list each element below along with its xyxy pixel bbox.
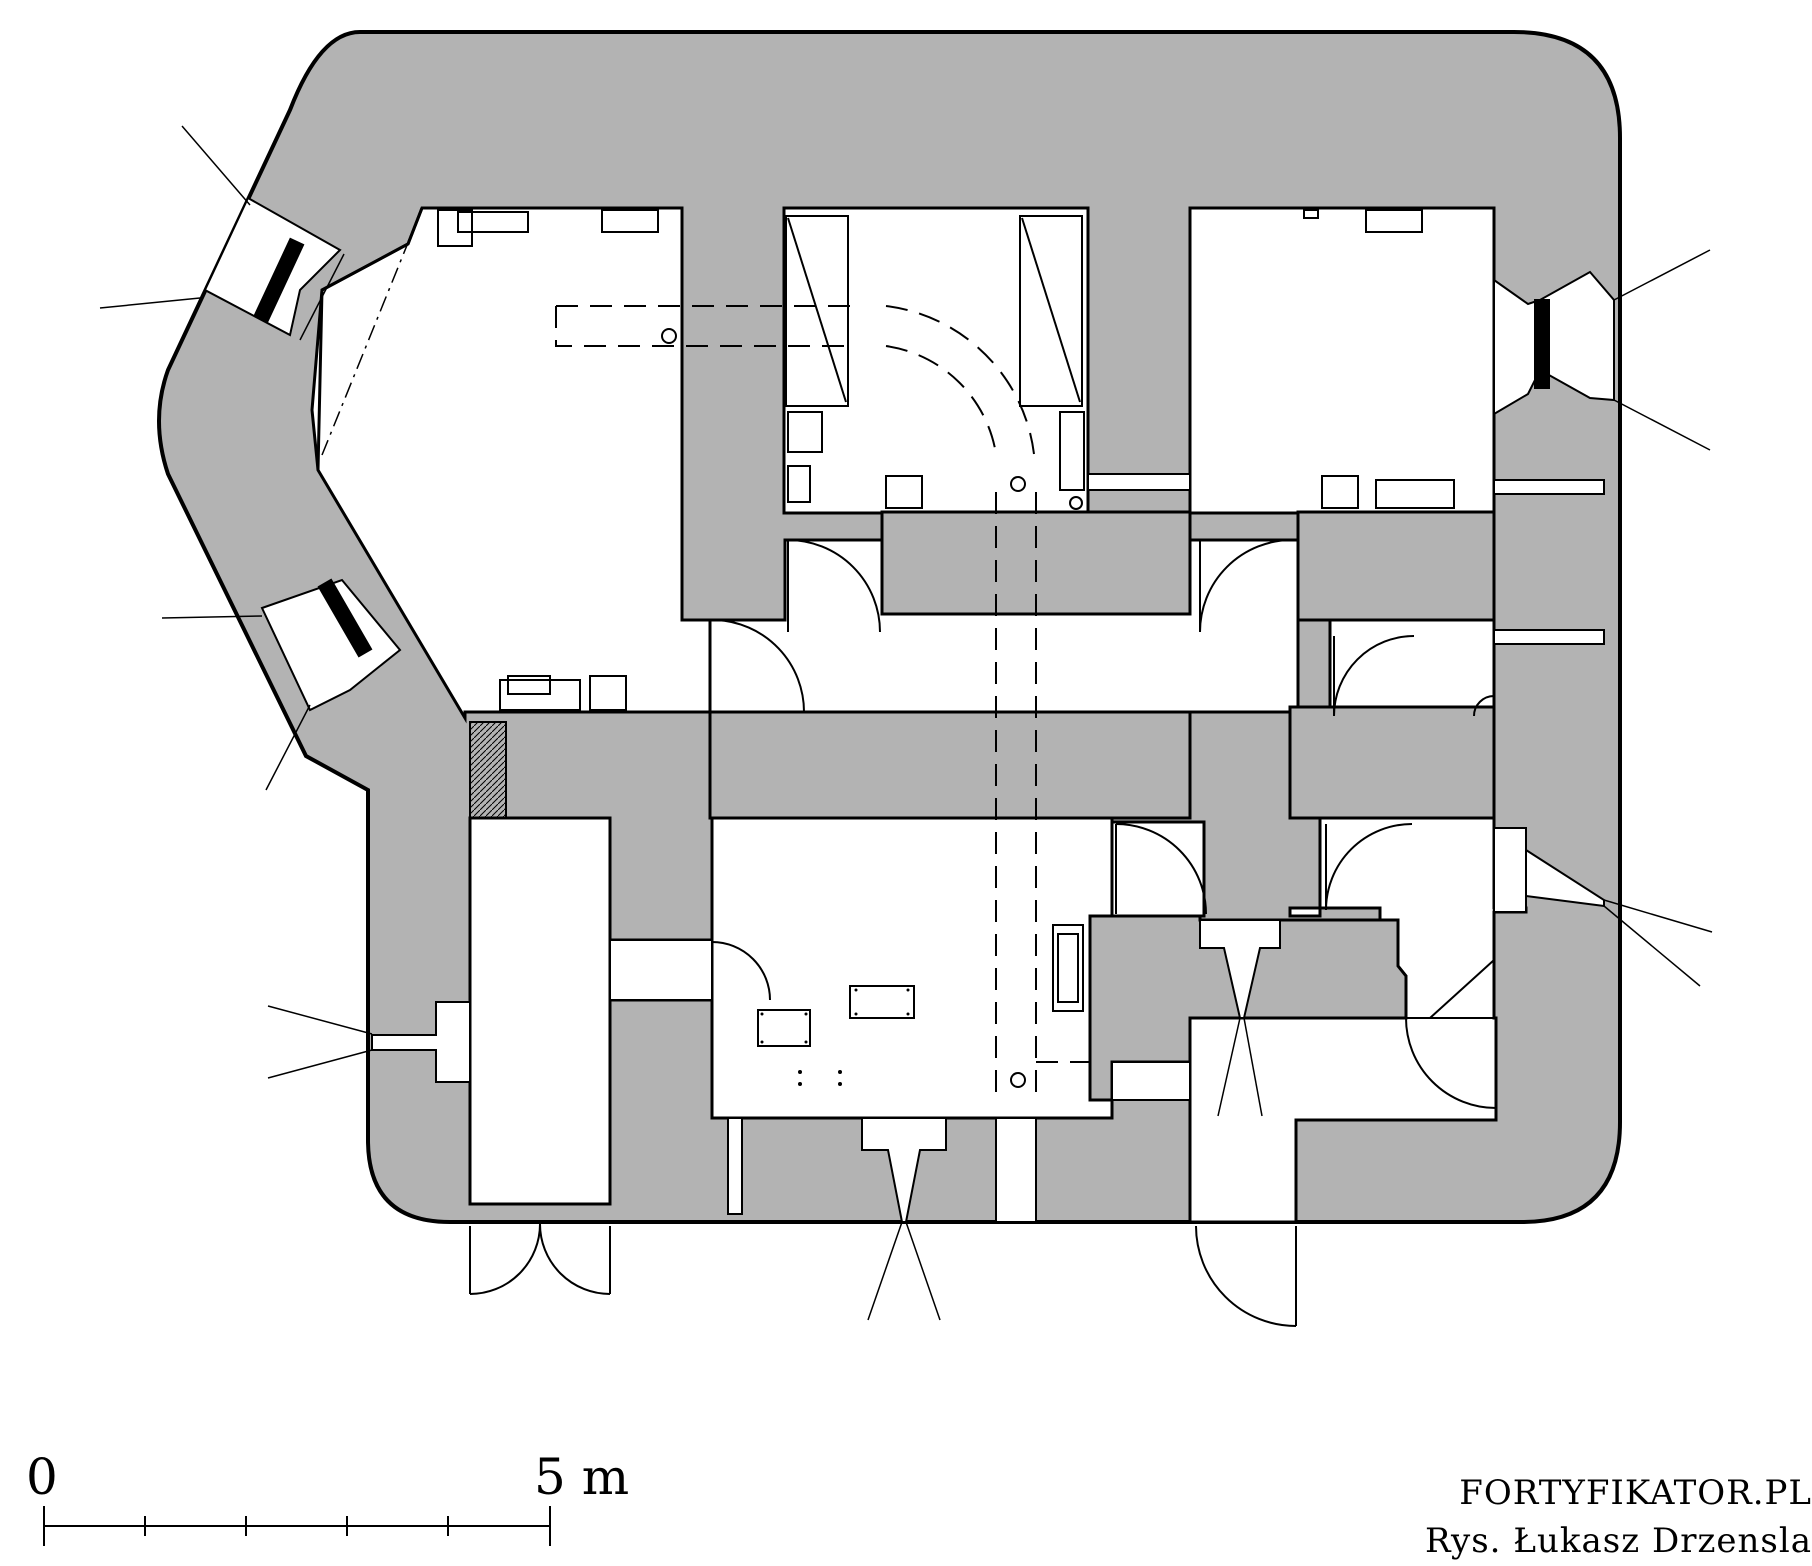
door-east-small [1333,635,1415,717]
embrasure-south-central [1199,919,1281,1117]
nw-room-inner-line [299,253,345,341]
embrasures [99,125,1713,1321]
door-south-central-bay [1115,823,1207,915]
credit-author: Rys. Łukasz Drzensla [1425,1521,1812,1561]
door-north-middle [787,539,881,633]
door-main-entrance [469,1223,611,1295]
vent-pipe-east-1 [1493,479,1605,495]
credit-site: FORTYFIKATOR.PL [1459,1473,1812,1513]
vent-pipe-southeast [1111,1061,1191,1101]
vent-pipe-north [1087,473,1191,491]
embrasure-southeast [1493,827,1713,987]
door-southeast-inner [1325,823,1413,911]
wall-block-east-north [1296,510,1496,622]
doors [469,539,1497,1327]
embrasure-northeast [1493,249,1711,451]
door-west-room [711,941,771,1001]
small-marks [760,988,910,1086]
wall-block-center-middle [708,710,1192,820]
wall-block-east-middle [1288,705,1496,820]
embrasure-northwest-upper [99,125,342,337]
door-southeast-room [1405,1017,1497,1109]
door-corridor-west [715,619,806,713]
room-south-central-door-bay [1110,820,1206,918]
embrasure-west [267,1001,471,1083]
vent-pipe-west-room [609,939,713,1001]
embrasure-northwest-lower [161,578,402,791]
door-southeast-exit [1195,1225,1297,1327]
scale-end-label: 5 m [534,1448,630,1506]
scale-start-label: 0 [26,1448,58,1506]
hidden-lines [555,305,1090,1092]
vent-pipes [609,473,1605,1223]
room-north-middle [782,206,1090,515]
vent-pipe-south-center [995,1117,1037,1223]
room-east-small [1328,618,1496,722]
room-northeast [1188,206,1496,515]
vent-pipe-south-west [727,1117,743,1215]
dash-dot-line [321,227,415,456]
scale-bar [43,1506,551,1546]
embrasure-south [861,1117,947,1321]
fixtures [437,209,1495,1088]
passage-threshold [469,721,507,819]
room-west-long [468,816,612,1206]
door-northeast [1199,539,1293,633]
vent-pipe-east-2 [1493,629,1605,645]
rooms [310,206,1528,1224]
